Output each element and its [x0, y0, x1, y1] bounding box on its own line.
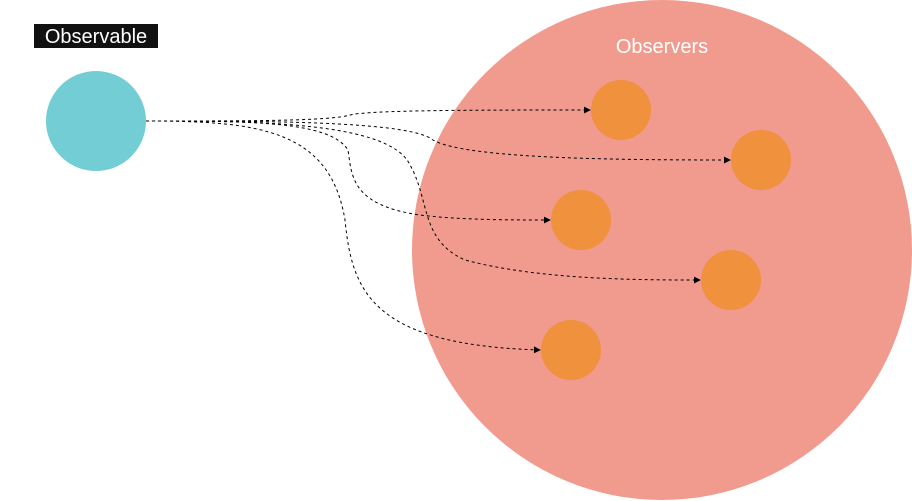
- observer-node-5: [541, 320, 601, 380]
- observer-node-4: [701, 250, 761, 310]
- edge-to-observer-1: [145, 106, 591, 122]
- observers-label: Observers: [616, 36, 708, 58]
- edge-to-observer-5: [145, 120, 541, 354]
- edge-to-observer-4: [145, 120, 701, 284]
- observer-node-1: [591, 80, 651, 140]
- observers-group-circle: [412, 0, 912, 500]
- observable-label: Observable: [45, 26, 147, 48]
- observable-label-background: [34, 24, 158, 48]
- edge-to-observer-2: [145, 120, 731, 164]
- observer-node-2: [731, 130, 791, 190]
- observer-node-3: [551, 190, 611, 250]
- observable-node: [46, 71, 146, 171]
